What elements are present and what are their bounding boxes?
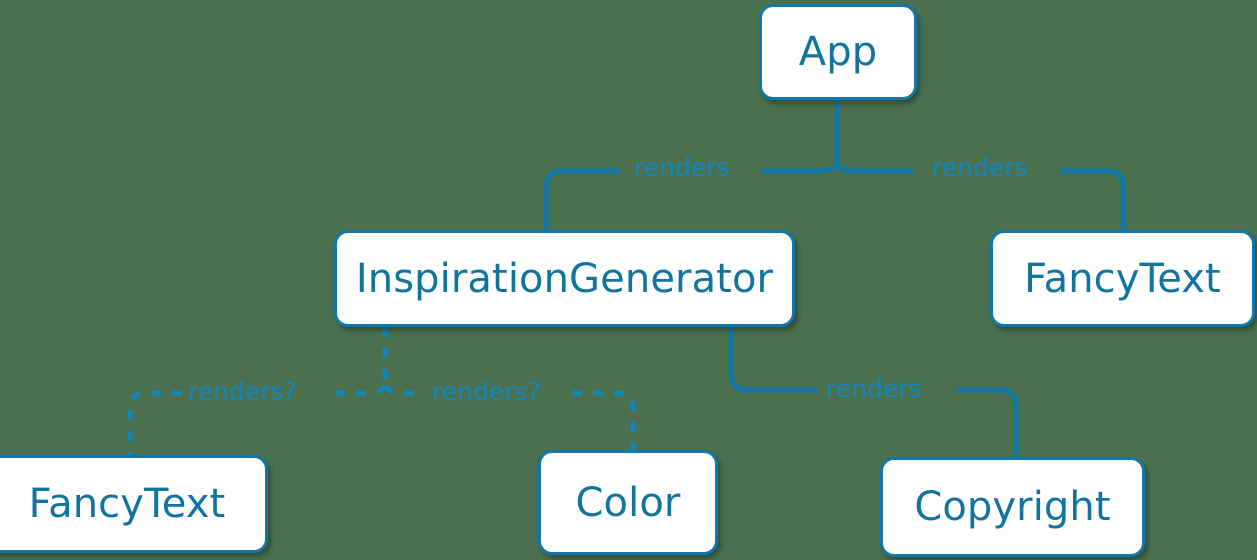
edge-label-app-to-inspiration: renders: [634, 153, 730, 182]
connector-inspiration-to-color-left-seg: [382, 384, 426, 396]
connector-app-to-fancytext-right-seg: [1059, 168, 1126, 230]
connector-app-to-inspiration-right-seg: [761, 162, 840, 174]
edge-label-inspiration-to-color: renders?: [432, 377, 541, 406]
edge-label-app-to-fancytext: renders: [932, 153, 1028, 182]
node-fancytext-right[interactable]: FancyText: [990, 230, 1255, 327]
node-color-label: Color: [575, 479, 681, 526]
connector-app-to-inspiration-left-seg: [543, 168, 620, 230]
connector-app-to-fancytext-left-seg: [834, 162, 913, 174]
node-inspiration-generator[interactable]: InspirationGenerator: [334, 230, 795, 327]
edge-label-inspiration-to-fancytext: renders?: [188, 377, 297, 406]
node-fancytext-left[interactable]: FancyText: [0, 455, 268, 553]
connector-inspiration-to-copyright-left-seg: [728, 327, 818, 393]
connector-inspiration-to-fancytext-right-seg: [330, 384, 388, 396]
node-fancytext-right-label: FancyText: [1024, 255, 1221, 302]
connector-inspiration-to-color-right-seg: [572, 390, 636, 450]
edge-label-inspiration-to-copyright: renders: [826, 374, 922, 403]
node-app[interactable]: App: [759, 4, 917, 100]
node-copyright-label: Copyright: [914, 484, 1111, 530]
node-color[interactable]: Color: [538, 450, 718, 555]
node-inspiration-generator-label: InspirationGenerator: [355, 255, 774, 302]
connector-inspiration-to-fancytext-left-seg: [127, 390, 182, 455]
node-app-label: App: [798, 29, 878, 75]
connector-inspiration-to-copyright-right-seg: [955, 387, 1019, 457]
node-copyright[interactable]: Copyright: [880, 457, 1145, 557]
node-fancytext-left-label: FancyText: [28, 481, 226, 527]
